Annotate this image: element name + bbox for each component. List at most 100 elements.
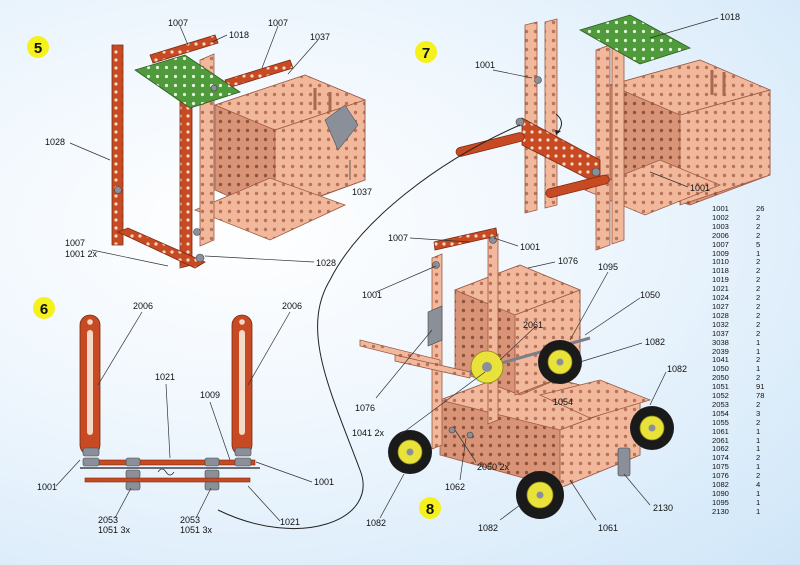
part-number: 2053	[712, 399, 729, 409]
step-6-number: 6	[40, 301, 48, 318]
label-2006a: 2006	[133, 301, 153, 311]
step-6-model	[79, 314, 260, 491]
part-quantity: 26	[756, 204, 765, 213]
step-6-group: 6	[33, 297, 334, 535]
part-quantity: 2	[756, 399, 761, 409]
part-number: 1024	[712, 293, 729, 303]
part-quantity: 2	[756, 310, 761, 320]
wheel-front-right	[538, 340, 582, 384]
step-7-number: 7	[422, 45, 430, 62]
part-number: 2130	[712, 506, 729, 516]
step8-label-1054: 1054	[553, 397, 573, 407]
parts-list-row: 1076 2	[712, 471, 774, 481]
part-number: 1082	[712, 480, 729, 490]
part-number: 2039	[712, 346, 729, 356]
part-quantity: 5	[756, 239, 761, 249]
part-number: 1076	[712, 471, 729, 481]
step8-label-1061: 1061	[598, 523, 618, 533]
part-quantity: 2	[756, 221, 761, 231]
part-quantity: 1	[756, 426, 761, 436]
step8-label-1050: 1050	[640, 290, 660, 300]
label-1021b: 1021	[280, 517, 300, 527]
part-quantity: 3	[756, 408, 761, 418]
part-quantity: 2	[756, 230, 761, 240]
part-quantity: 2	[756, 293, 761, 303]
step8-label-2130: 2130	[653, 503, 673, 513]
part-number: 1061	[712, 426, 729, 436]
label-1001a: 1001	[37, 482, 57, 492]
parts-list-row: 1024 2	[712, 293, 774, 303]
part-number: 1050	[712, 364, 729, 374]
part-quantity: 78	[756, 391, 765, 401]
part-number: 1021	[712, 284, 729, 294]
part-number: 1090	[712, 489, 729, 498]
step-8-model	[359, 227, 674, 519]
part-quantity: 1	[756, 497, 761, 507]
step8-label-1041-2x: 1041 2x	[352, 428, 385, 438]
part-quantity: 2	[756, 471, 761, 481]
parts-list-row: 1055 2	[712, 417, 774, 428]
part-number: 1041	[712, 355, 729, 365]
part-quantity: 1	[756, 444, 761, 454]
part-quantity: 1	[756, 462, 761, 472]
label-1007b: 1007	[268, 18, 288, 28]
part-quantity: 2	[756, 453, 761, 463]
part-number: 2050	[712, 373, 729, 383]
part-quantity: 2	[756, 212, 761, 222]
part-quantity: 2	[756, 417, 761, 427]
wheel-rear-right	[630, 406, 674, 450]
part-quantity: 1	[756, 346, 761, 356]
part-number: 1002	[712, 212, 729, 222]
step8-label-1082d: 1082	[478, 523, 498, 533]
part-number: 1052	[712, 391, 729, 401]
step-5-number: 5	[34, 40, 42, 57]
step8-label-1095: 1095	[598, 262, 618, 272]
step8-label-1001a: 1001	[520, 242, 540, 252]
part-number: 2006	[712, 230, 729, 240]
parts-list-row: 2006 2	[712, 230, 774, 241]
wheel-rear-left	[516, 471, 564, 519]
step8-label-2061: 2061	[523, 320, 543, 330]
part-number: 1055	[712, 417, 729, 427]
parts-list-row: 1010 2	[712, 258, 774, 267]
part-number: 1009	[712, 248, 729, 258]
part-number: 1028	[712, 310, 729, 320]
part-number: 3038	[712, 337, 729, 347]
part-quantity: 2	[756, 373, 761, 383]
label-1009: 1009	[200, 390, 220, 400]
part-quantity: 2	[756, 257, 761, 267]
step-8-leaders	[375, 237, 667, 521]
part-number: 1074	[712, 453, 729, 463]
part-quantity: 2	[756, 266, 761, 276]
label-1001-2x: 1001 2x	[65, 249, 98, 259]
label-1018: 1018	[229, 30, 249, 40]
parts-list-row: 2039 1	[712, 346, 774, 357]
part-quantity: 2	[756, 355, 761, 365]
part-number: 1010	[712, 257, 729, 267]
step8-label-1082a: 1082	[645, 337, 665, 347]
label-1028b: 1028	[316, 258, 336, 268]
part-number: 1032	[712, 319, 729, 329]
step-7-leaders	[492, 17, 719, 188]
parts-list-row: 1052 78	[712, 391, 774, 401]
step7-label-1001b: 1001	[690, 183, 710, 193]
parts-list-row: 1074 2	[712, 453, 774, 463]
parts-list-row: 1028 2	[712, 310, 774, 321]
part-quantity: 91	[756, 382, 765, 392]
